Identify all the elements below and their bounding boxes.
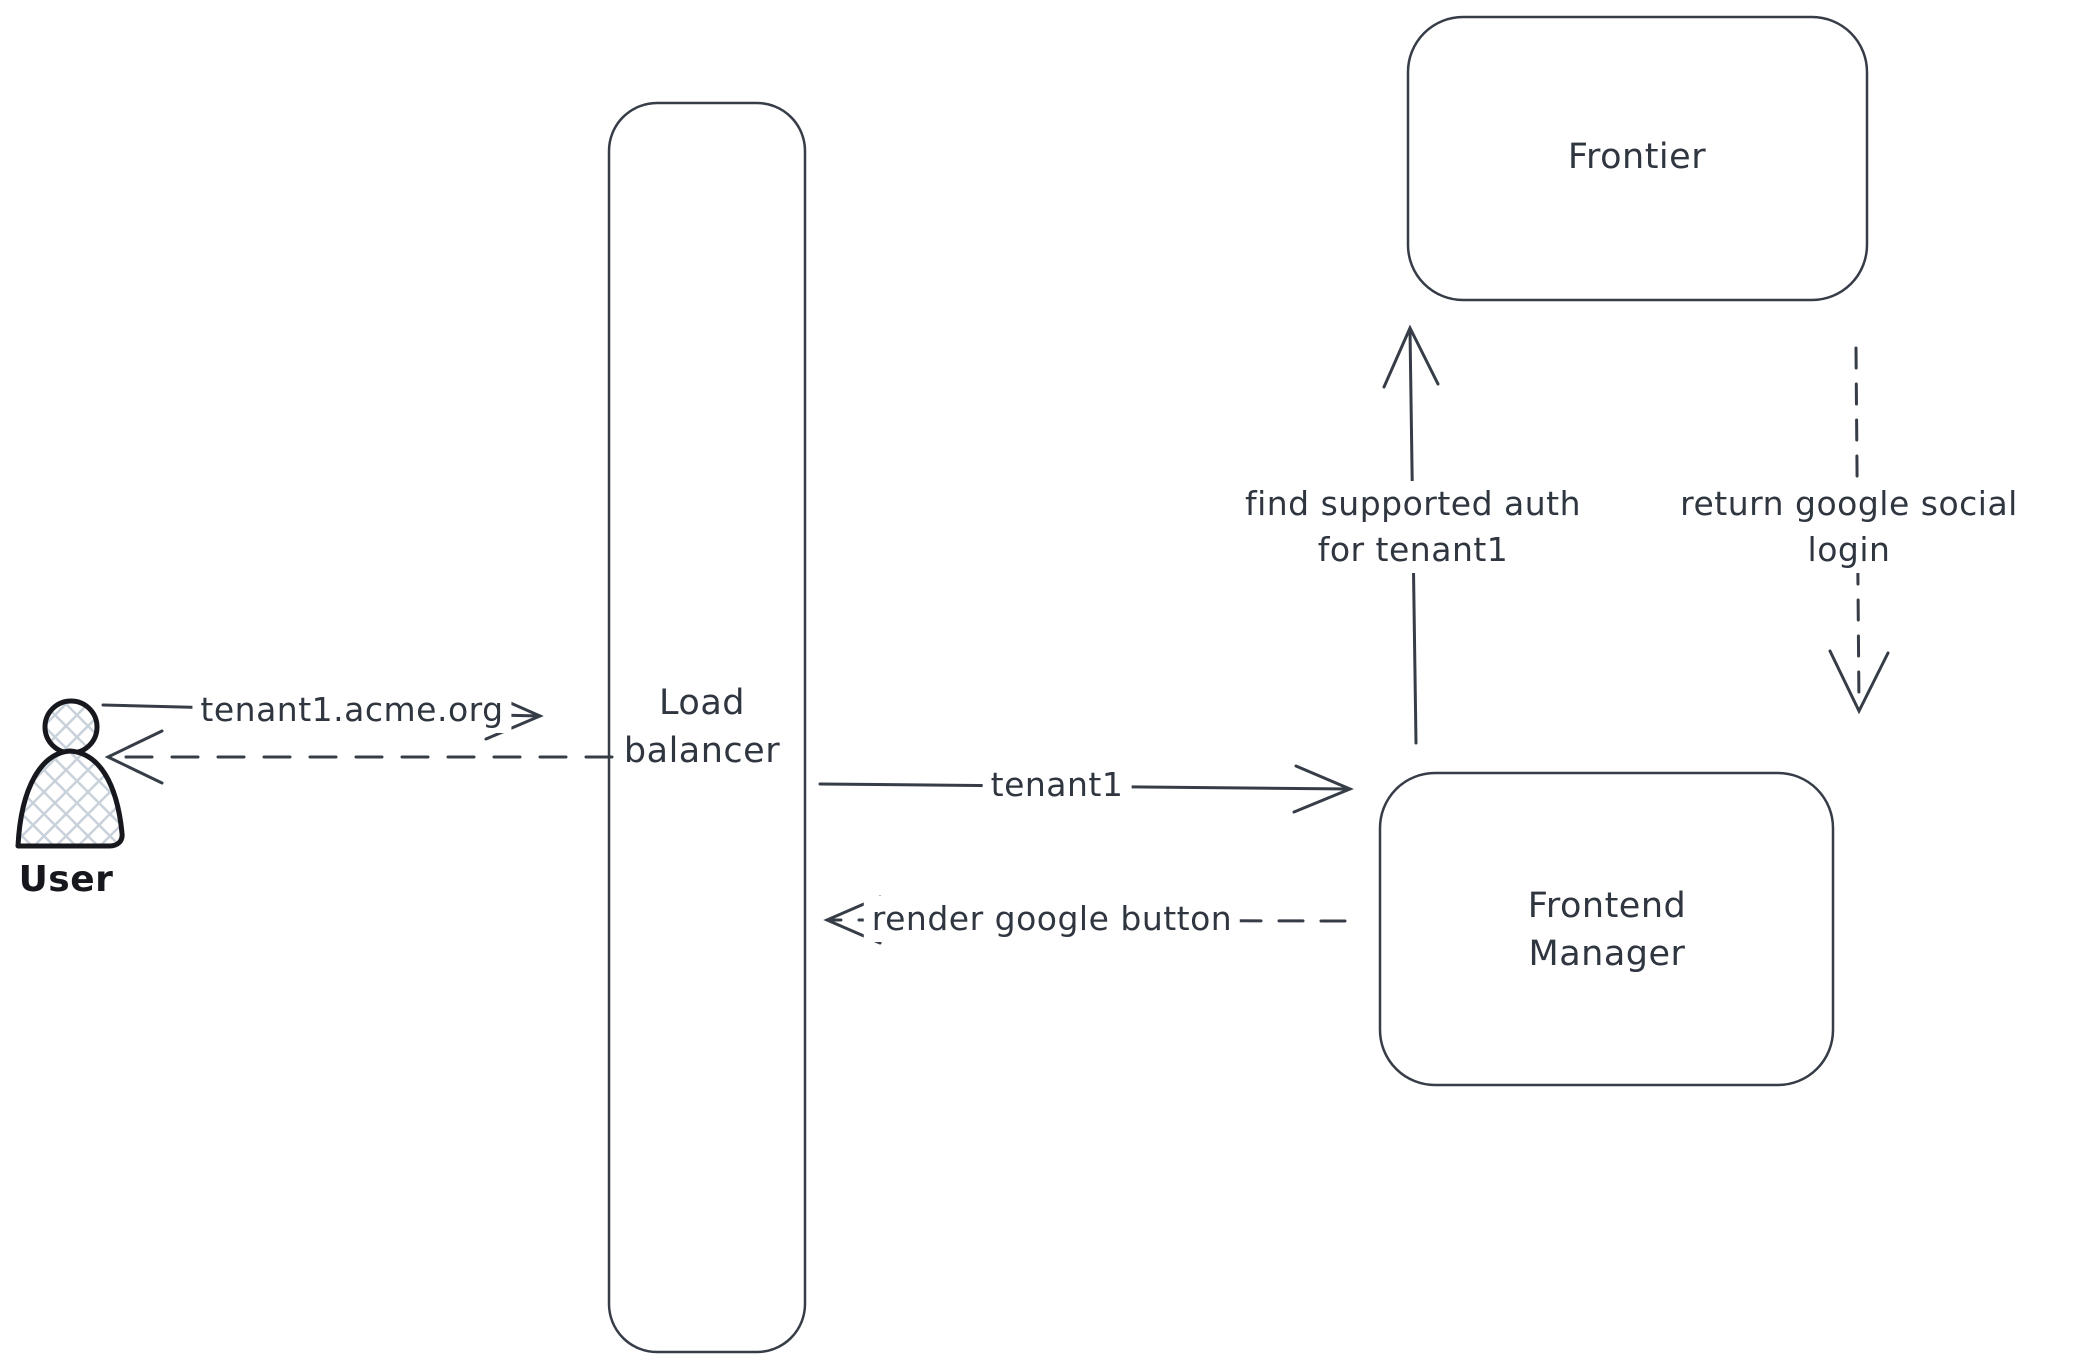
- arrowhead-down-icon: [1828, 649, 1890, 715]
- edge-label-render-google-button: render google button: [863, 896, 1241, 942]
- arrowhead-up-icon: [1382, 324, 1440, 389]
- edge-label-tenant1: tenant1: [982, 762, 1132, 808]
- edge-label-return-google-social-login: return google social login: [1672, 481, 2026, 573]
- frontier-box: [1406, 15, 1869, 302]
- load-balancer-label: Load balancer: [616, 679, 788, 775]
- user-label: User: [18, 859, 114, 900]
- load-balancer-label-line2: balancer: [623, 731, 781, 771]
- arrowhead-left-icon: [104, 729, 164, 785]
- load-balancer-box: [607, 101, 807, 1354]
- edge-label-return-line1: return google social: [1680, 484, 2018, 523]
- frontend-manager-label-line1: Frontend: [1527, 886, 1687, 926]
- edge-label-find-line2: for tenant1: [1317, 530, 1509, 569]
- edge-label-find-line1: find supported auth: [1244, 484, 1582, 523]
- edge-label-tenant1-acme-org: tenant1.acme.org: [192, 687, 512, 733]
- user-icon: [15, 698, 125, 849]
- load-balancer-label-line1: Load: [659, 683, 745, 723]
- edge-label-return-line2: login: [1807, 530, 1891, 569]
- frontend-manager-label: Frontend Manager: [1520, 882, 1694, 978]
- edge-label-find-supported-auth: find supported auth for tenant1: [1236, 481, 1590, 573]
- arrowhead-right-icon: [1292, 764, 1354, 814]
- frontend-manager-label-line2: Manager: [1528, 934, 1686, 974]
- arrow-load-balancer-to-user: [104, 729, 614, 785]
- frontier-label: Frontier: [1567, 137, 1707, 177]
- arrowhead-left-icon: [823, 895, 882, 945]
- frontend-manager-box: [1378, 771, 1835, 1087]
